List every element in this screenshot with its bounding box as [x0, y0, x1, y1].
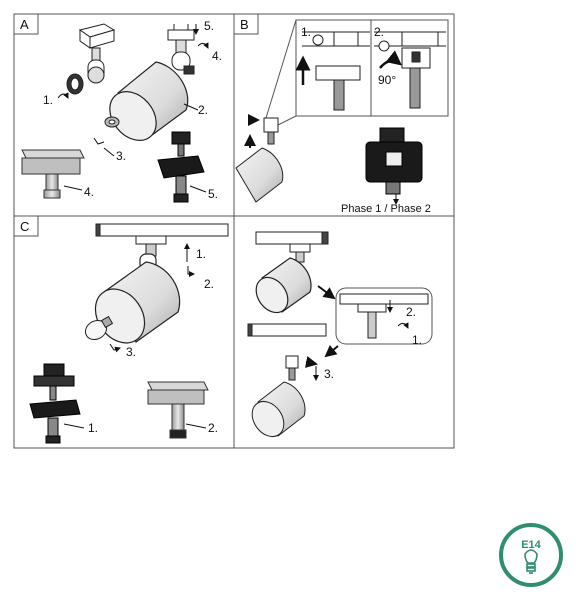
rotate-arrow-icon: [197, 42, 209, 49]
washer: [104, 116, 120, 128]
ground-symbol-icon: [312, 34, 324, 46]
ring-nut: [66, 73, 84, 95]
step-d2: 2.: [406, 305, 416, 319]
rotate-arrow-icon: [109, 343, 121, 353]
step-c2: 2.: [204, 277, 214, 291]
panel-c-letter: C: [20, 219, 29, 234]
leader-line: [63, 423, 85, 429]
swivel-joint: [87, 59, 105, 84]
panel-a-letter: A: [20, 17, 29, 32]
step-b1: 1.: [301, 25, 311, 39]
rotate-arrow-icon: [93, 137, 105, 145]
panel-c: C 1. 2. 3.: [13, 215, 229, 444]
callout-step-1: [295, 31, 370, 111]
step-a3: 3.: [116, 149, 126, 163]
leader-line: [185, 423, 207, 429]
rotate-arrow-icon: [305, 356, 318, 368]
step-c3: 3.: [126, 345, 136, 359]
callout-content: [339, 293, 429, 339]
rotate-arrow-icon: [57, 92, 69, 99]
rotate-arrow-icon: [187, 266, 195, 277]
step-c1: 1.: [196, 247, 206, 261]
diagonal-arrow-icon: [317, 285, 336, 300]
step-a5-top: 5.: [204, 19, 214, 33]
leader-line: [189, 185, 207, 193]
track-rail: [95, 223, 229, 257]
adapter-screw-detail: [167, 24, 195, 75]
clamp-metal: [21, 149, 85, 199]
callout-step-2: [374, 31, 446, 109]
leader-line: [183, 103, 199, 111]
e14-badge: E14: [499, 523, 563, 587]
ground-symbol-icon: [378, 40, 390, 52]
step-a2: 2.: [198, 103, 208, 117]
step-a4: 4.: [84, 185, 94, 199]
lamp-shade: [255, 257, 312, 314]
panel-b: B 1. 2. 9: [233, 13, 449, 215]
step-a5: 5.: [208, 187, 218, 201]
phase-adapter: [365, 127, 423, 205]
lamp-shade: [109, 61, 189, 141]
panel-a-steps: 1. 2. 3. 5. 4. 4. 5.: [43, 19, 222, 201]
rotation-angle: 90°: [378, 73, 396, 87]
step-d1: 1.: [412, 333, 422, 347]
track-adapter: [78, 23, 116, 63]
panel-a: A: [13, 13, 222, 203]
e14-bulb: [84, 315, 114, 341]
track-rail: [255, 231, 329, 263]
step-a1: 1.: [43, 93, 53, 107]
clamp-black: [29, 363, 81, 444]
rotate-arrow-icon: [379, 50, 402, 69]
step-a4-top: 4.: [212, 49, 222, 63]
step-c5: 2.: [208, 421, 218, 435]
step-b2: 2.: [374, 25, 384, 39]
bulb-icon: [524, 549, 538, 574]
lamp-shade: [94, 253, 181, 344]
leader-line: [103, 147, 115, 157]
rotate-arrow-icon: [397, 322, 409, 329]
leader-line: [63, 185, 83, 191]
badge-ring: [499, 523, 563, 587]
step-c4: 1.: [88, 421, 98, 435]
panel-b-letter: B: [240, 17, 249, 32]
panel-d: 2. 1. 3.: [247, 231, 433, 438]
lamp-on-adapter: [235, 114, 284, 203]
diagonal-arrow-icon: [324, 344, 339, 358]
badge-label: E14: [521, 539, 541, 551]
lamp-on-adapter: [251, 355, 319, 438]
panel-c-steps: 1. 2. 3.: [109, 243, 214, 359]
clamp-metal: [147, 381, 209, 439]
phase-caption: Phase 1 / Phase 2: [341, 203, 431, 215]
track-rail: [247, 323, 327, 337]
step-d3: 3.: [324, 367, 334, 381]
clamp-black: [157, 131, 205, 203]
